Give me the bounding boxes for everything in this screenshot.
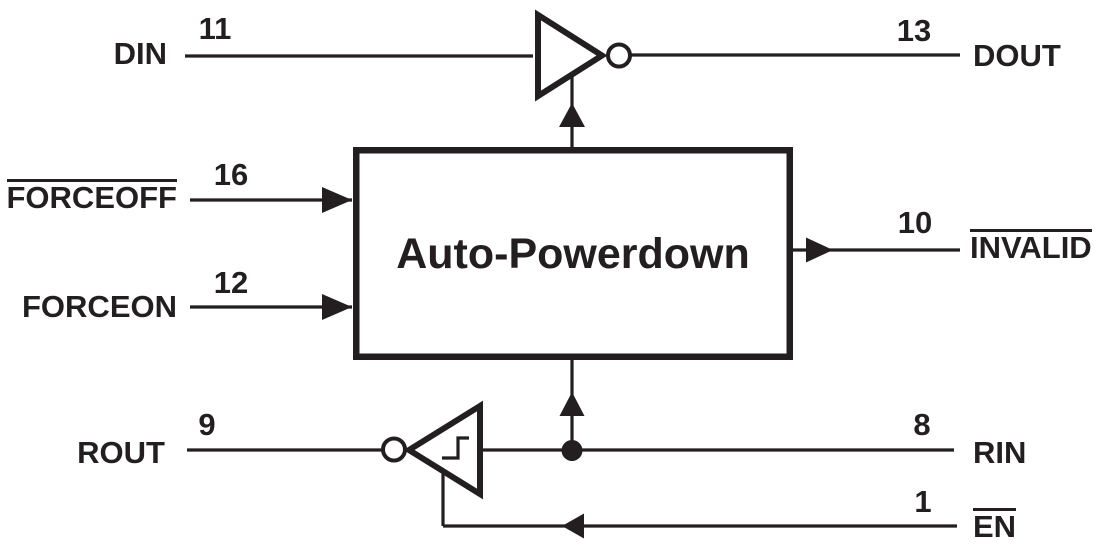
dout-label: DOUT: [973, 38, 1061, 73]
din-pin-number: 11: [198, 11, 232, 46]
forceoff-pin-number: 16: [213, 157, 249, 192]
auto-powerdown-block: [353, 147, 793, 360]
en-label: EN: [973, 508, 1017, 544]
rin-label: RIN: [973, 435, 1027, 470]
forceon-label: FORCEON: [22, 289, 177, 324]
hysteresis-symbol-icon: [442, 436, 469, 460]
arrowhead-forceon-icon: [322, 294, 352, 320]
auto-powerdown-block-label: Auto-Powerdown: [396, 230, 750, 278]
en-pin-number: 1: [914, 484, 932, 519]
rout-pin-number: 9: [198, 407, 216, 442]
arrowhead-up-block-icon: [559, 392, 585, 416]
rin-pin-number: 8: [913, 407, 931, 442]
invalid-pin-number: 10: [897, 205, 933, 240]
arrowhead-forceoff-icon: [322, 187, 352, 213]
schmitt-trigger-gate-icon: [403, 400, 483, 500]
din-label: DIN: [113, 36, 167, 71]
rout-label: ROUT: [77, 435, 165, 470]
buffer-gate-icon: [535, 9, 608, 102]
arrowhead-en-icon: [562, 513, 584, 539]
invalid-label: INVALID: [970, 229, 1092, 265]
forceoff-label: FORCEOFF: [6, 179, 177, 215]
arrowhead-invalid-icon: [806, 237, 833, 263]
arrowhead-up-buffer-icon: [559, 103, 585, 127]
forceon-pin-number: 12: [213, 265, 249, 300]
junction-dot-icon: [561, 440, 583, 461]
schmitt-inversion-bubble-icon: [381, 436, 407, 463]
buffer-inversion-bubble-icon: [606, 42, 632, 69]
dout-pin-number: 13: [896, 13, 932, 48]
